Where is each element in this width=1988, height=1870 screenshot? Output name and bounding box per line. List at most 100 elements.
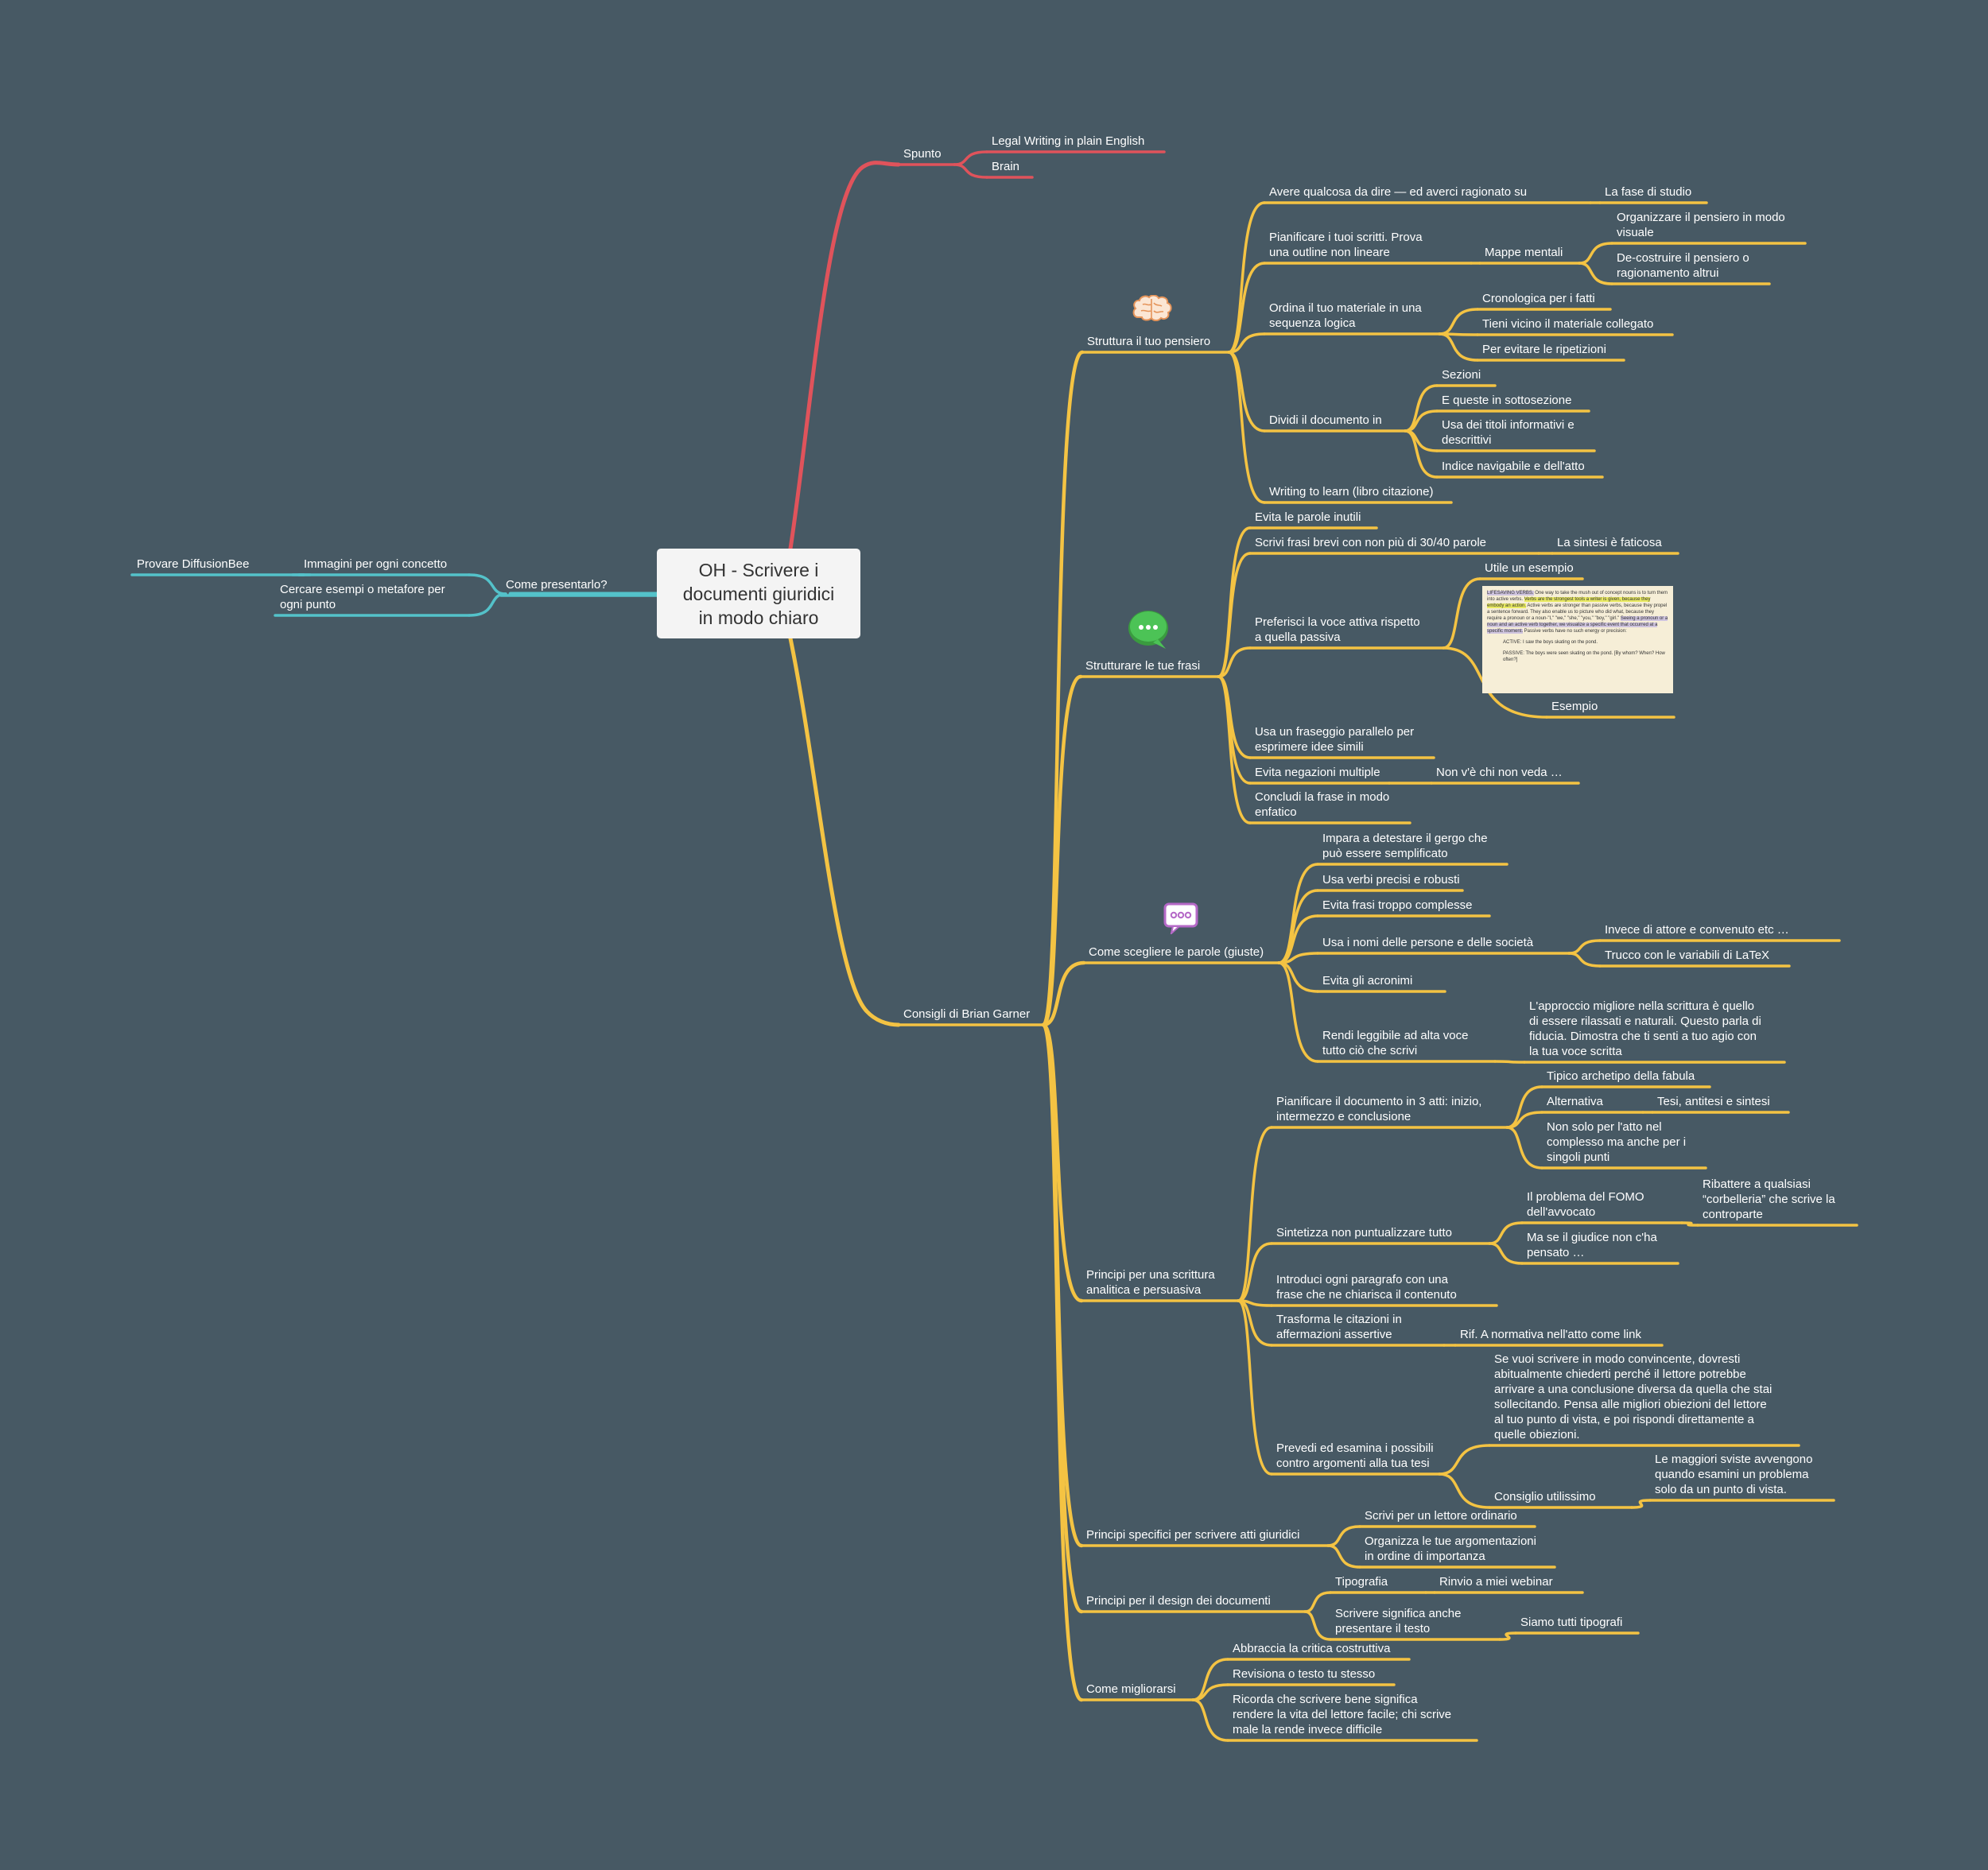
node-strutturare-frasi[interactable]: Strutturare le tue frasi	[1085, 659, 1201, 673]
node-cronologica[interactable]: Cronologica per i fatti	[1482, 292, 1595, 305]
node-leggibile[interactable]: Rendi leggibile ad alta voce tutto ciò c…	[1322, 1029, 1469, 1057]
node-sintesi[interactable]: La sintesi è faticosa	[1557, 536, 1662, 549]
node-indice[interactable]: Indice navigabile e dell'atto	[1442, 460, 1585, 473]
node-parole-inutili[interactable]: Evita le parole inutili	[1255, 510, 1361, 524]
connector-negazioni	[1217, 675, 1252, 785]
node-pianificare[interactable]: Pianificare i tuoi scritti. Prova una ou…	[1269, 231, 1423, 259]
node-brain[interactable]: Brain	[992, 160, 1020, 173]
node-sottosezione[interactable]: E queste in sottosezione	[1442, 394, 1572, 407]
node-utile-esempio[interactable]: Utile un esempio	[1485, 561, 1574, 575]
node-rif-normativa[interactable]: Rif. A normativa nell'atto come link	[1460, 1328, 1641, 1341]
node-tieni-vicino[interactable]: Tieni vicino il materiale collegato	[1482, 317, 1654, 331]
node-giudice[interactable]: Ma se il giudice non c'ha pensato …	[1527, 1231, 1657, 1259]
node-consiglio[interactable]: Consiglio utilissimo	[1494, 1490, 1596, 1503]
connector-sviste	[1630, 1499, 1652, 1509]
connector-scegliere_parole	[1041, 960, 1086, 1027]
node-non-solo[interactable]: Non solo per l'atto nel complesso ma anc…	[1547, 1120, 1687, 1164]
connector-avere_qualcosa	[1227, 201, 1266, 354]
node-lettore[interactable]: Scrivi per un lettore ordinario	[1365, 1509, 1517, 1523]
node-cercare-esempi[interactable]: Cercare esempi o metafore per ogni punto	[280, 583, 445, 611]
node-voce-attiva[interactable]: Preferisci la voce attiva rispetto a que…	[1255, 615, 1420, 644]
node-fraseggio[interactable]: Usa un fraseggio parallelo per esprimere…	[1255, 725, 1415, 754]
node-sezioni[interactable]: Sezioni	[1442, 368, 1481, 382]
node-convincente[interactable]: Se vuoi scrivere in modo convincente, do…	[1494, 1352, 1773, 1441]
node-gergo[interactable]: Impara a detestare il gergo che può esse…	[1322, 832, 1488, 860]
node-revisiona[interactable]: Revisiona o testo tu stesso	[1233, 1667, 1376, 1681]
node-trasforma[interactable]: Trasforma le citazioni in affermazioni a…	[1276, 1313, 1402, 1341]
node-principi-design[interactable]: Principi per il design dei documenti	[1086, 1594, 1271, 1608]
node-fomo[interactable]: Il problema del FOMO dell'avvocato	[1527, 1190, 1644, 1219]
speech-bubble-icon	[1126, 609, 1171, 654]
node-decostruire[interactable]: De-costruire il pensiero o ragionamento …	[1617, 251, 1749, 280]
node-negazioni[interactable]: Evita negazioni multiple	[1255, 766, 1380, 779]
node-avere-qualcosa[interactable]: Avere qualcosa da dire — ed averci ragio…	[1269, 185, 1528, 199]
node-principi-giuridici[interactable]: Principi specifici per scrivere atti giu…	[1086, 1528, 1300, 1542]
connector-cercare_esempi	[468, 592, 507, 617]
node-migliorarsi[interactable]: Come migliorarsi	[1086, 1682, 1176, 1696]
node-principi-analitica[interactable]: Principi per una scrittura analitica e p…	[1086, 1268, 1215, 1297]
node-nomi[interactable]: Usa i nomi delle persone e delle società	[1322, 936, 1534, 949]
node-consigli[interactable]: Consigli di Brian Garner	[903, 1007, 1031, 1021]
connector-consiglio	[1438, 1472, 1491, 1509]
node-evitare-ripetizioni[interactable]: Per evitare le ripetizioni	[1482, 343, 1606, 356]
node-esempio[interactable]: Esempio	[1551, 700, 1598, 713]
node-scrivere-significa[interactable]: Scrivere significa anche presentare il t…	[1335, 1607, 1462, 1635]
node-ribattere[interactable]: Ribattere a qualsiasi “corbelleria” che …	[1703, 1177, 1835, 1221]
connector-archetipo	[1505, 1085, 1543, 1129]
node-introduci[interactable]: Introduci ogni paragrafo con una frase c…	[1276, 1273, 1457, 1302]
node-legal-writing[interactable]: Legal Writing in plain English	[992, 134, 1145, 148]
node-struttura-pensiero[interactable]: Struttura il tuo pensiero	[1087, 335, 1211, 348]
node-frasi-complesse[interactable]: Evita frasi troppo complesse	[1322, 898, 1473, 912]
connector-organizzare	[1578, 242, 1613, 265]
node-non-ve[interactable]: Non v'è chi non veda …	[1436, 766, 1563, 779]
node-verbi[interactable]: Usa verbi precisi e robusti	[1322, 873, 1460, 887]
node-ricorda[interactable]: Ricorda che scrivere bene significa rend…	[1233, 1693, 1452, 1736]
node-alternativa[interactable]: Alternativa	[1547, 1095, 1603, 1108]
node-sintetizza[interactable]: Sintetizza non puntualizzare tutto	[1276, 1226, 1452, 1240]
connector-immagini	[468, 573, 507, 596]
node-tipografi[interactable]: Siamo tutti tipografi	[1520, 1616, 1623, 1629]
node-acronimi[interactable]: Evita gli acronimi	[1322, 974, 1413, 987]
node-archetipo[interactable]: Tipico archetipo della fabula	[1547, 1069, 1695, 1083]
connector-critica	[1191, 1658, 1229, 1701]
node-invece[interactable]: Invece di attore e convenuto etc …	[1605, 923, 1789, 937]
connector-ricorda	[1191, 1698, 1229, 1742]
connector-ribattere	[1680, 1221, 1699, 1227]
node-diffusionbee[interactable]: Provare DiffusionBee	[137, 557, 250, 571]
node-organizza[interactable]: Organizza le tue argomentazioni in ordin…	[1365, 1534, 1536, 1563]
node-organizzare[interactable]: Organizzare il pensiero in modo visuale	[1617, 211, 1785, 239]
connector-lettore	[1326, 1525, 1361, 1547]
node-spunto[interactable]: Spunto	[903, 147, 942, 161]
node-trucco[interactable]: Trucco con le variabili di LaTeX	[1605, 949, 1770, 962]
node-ordina[interactable]: Ordina il tuo materiale in una sequenza …	[1269, 301, 1422, 330]
connector-frasi_complesse	[1277, 914, 1319, 964]
node-immagini[interactable]: Immagini per ogni concetto	[304, 557, 448, 571]
node-tesi[interactable]: Tesi, antitesi e sintesi	[1657, 1095, 1770, 1108]
node-prevedi[interactable]: Prevedi ed esamina i possibili contro ar…	[1276, 1441, 1434, 1470]
node-rinvio[interactable]: Rinvio a miei webinar	[1439, 1575, 1553, 1589]
node-approccio[interactable]: L'approccio migliore nella scrittura è q…	[1529, 999, 1761, 1058]
central-topic[interactable]: OH - Scrivere i documenti giuridici in m…	[657, 549, 860, 638]
node-scegliere-parole[interactable]: Come scegliere le parole (giuste)	[1089, 945, 1264, 959]
node-dividi[interactable]: Dividi il documento in	[1269, 413, 1382, 427]
node-tipografia[interactable]: Tipografia	[1335, 1575, 1388, 1589]
node-concludi[interactable]: Concludi la frase in modo enfatico	[1255, 790, 1390, 819]
node-tre-atti[interactable]: Pianificare il documento in 3 atti: iniz…	[1276, 1095, 1482, 1123]
node-fase-studio[interactable]: La fase di studio	[1605, 185, 1692, 199]
node-sviste[interactable]: Le maggiori sviste avvengono quando esam…	[1655, 1453, 1813, 1496]
connector-trucco	[1567, 952, 1602, 968]
brain-icon	[1132, 294, 1173, 326]
connector-voce_attiva	[1217, 646, 1252, 678]
node-writing-learn[interactable]: Writing to learn (libro citazione)	[1269, 485, 1434, 499]
node-come-presentarlo[interactable]: Come presentarlo?	[506, 578, 608, 592]
node-frasi-brevi[interactable]: Scrivi frasi brevi con non più di 30/40 …	[1255, 536, 1486, 549]
connector-tipografi	[1498, 1631, 1517, 1641]
connector-writing_learn	[1227, 351, 1266, 504]
connector-evitare_ripetizioni	[1438, 332, 1479, 362]
node-titoli[interactable]: Usa dei titoli informativi e descrittivi	[1442, 418, 1574, 447]
connector-organizza	[1326, 1544, 1361, 1569]
node-mappe-mentali[interactable]: Mappe mentali	[1485, 246, 1563, 259]
node-critica[interactable]: Abbraccia la critica costruttiva	[1233, 1642, 1391, 1655]
branch-spunto	[788, 161, 901, 551]
